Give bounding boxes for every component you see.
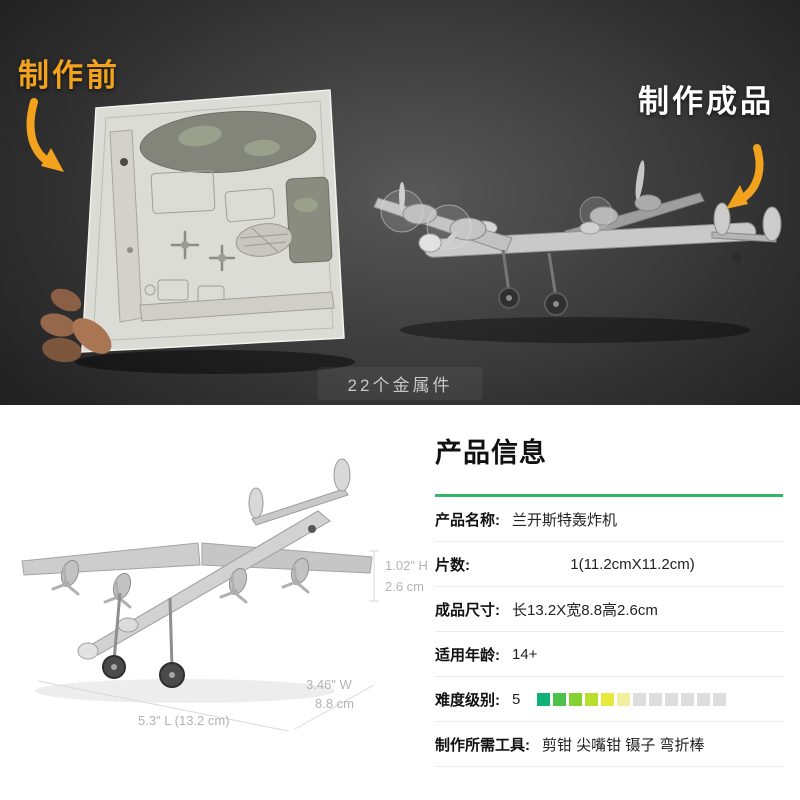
spec-value-sheet-count: 1(11.2cmX11.2cm) bbox=[570, 555, 695, 573]
dimension-height-cm: 2.6 cm bbox=[385, 579, 425, 594]
hand bbox=[40, 288, 82, 363]
spec-row-tools: 制作所需工具: 剪钳 尖嘴钳 镊子 弯折棒 bbox=[435, 722, 783, 767]
dimension-width-in: 3.46" W bbox=[306, 677, 352, 692]
spec-table: 产品名称: 兰开斯特轰炸机 片数: 1(11.2cmX11.2cm) 成品尺寸:… bbox=[435, 494, 783, 767]
dimension-width-cm: 8.8 cm bbox=[315, 696, 355, 711]
label-finished-product: 制作成品 bbox=[638, 84, 774, 119]
dimension-lines bbox=[37, 550, 379, 732]
info-section: 1.02" H 2.6 cm 3.46" W 8.8 cm 5.3" L (13… bbox=[0, 405, 800, 800]
arrow-finished-icon bbox=[726, 144, 764, 209]
label-before-assembly: 制作前 bbox=[18, 58, 120, 93]
difficulty-meter bbox=[534, 692, 727, 706]
spec-row-product-name: 产品名称: 兰开斯特轰炸机 bbox=[435, 497, 783, 542]
spec-row-age: 适用年龄: 14+ bbox=[435, 632, 783, 677]
spec-row-difficulty: 难度级别: 5 bbox=[435, 677, 783, 722]
metal-pieces-caption: 22个金属件 bbox=[317, 367, 483, 400]
spec-label-product-name: 产品名称: bbox=[435, 511, 500, 529]
spec-label-sheet-count: 片数: bbox=[435, 556, 470, 574]
assembled-model bbox=[373, 160, 782, 343]
spec-value-difficulty: 5 bbox=[512, 690, 521, 708]
spec-label-difficulty: 难度级别: bbox=[435, 691, 500, 709]
hero-section: 制作前 制作成品 22个金属件 bbox=[0, 0, 800, 405]
dimension-height-in: 1.02" H bbox=[385, 558, 428, 573]
product-photo-illustration bbox=[21, 458, 379, 732]
metal-sheet bbox=[81, 89, 345, 353]
hero-photo-illustration bbox=[26, 89, 782, 374]
spec-panel: 产品信息 产品名称: 兰开斯特轰炸机 片数: 1(11.2cmX11.2cm) … bbox=[435, 431, 783, 767]
spec-row-sheet-count: 片数: 1(11.2cmX11.2cm) bbox=[435, 542, 783, 587]
spec-label-size: 成品尺寸: bbox=[435, 601, 500, 619]
spec-value-product-name: 兰开斯特轰炸机 bbox=[512, 511, 618, 529]
spec-value-tools: 剪钳 尖嘴钳 镊子 弯折棒 bbox=[542, 736, 705, 754]
spec-label-age: 适用年龄: bbox=[435, 646, 500, 664]
engine-nacelles bbox=[51, 557, 310, 609]
spec-value-size: 长13.2X宽8.8高2.6cm bbox=[512, 601, 658, 619]
spec-title: 产品信息 bbox=[435, 438, 547, 468]
arrow-before-icon bbox=[26, 98, 64, 172]
spec-label-tools: 制作所需工具: bbox=[435, 736, 530, 754]
spec-row-size: 成品尺寸: 长13.2X宽8.8高2.6cm bbox=[435, 587, 783, 632]
thumb bbox=[72, 318, 112, 354]
dimension-length: 5.3" L (13.2 cm) bbox=[138, 713, 230, 728]
spec-value-age: 14+ bbox=[512, 645, 538, 663]
